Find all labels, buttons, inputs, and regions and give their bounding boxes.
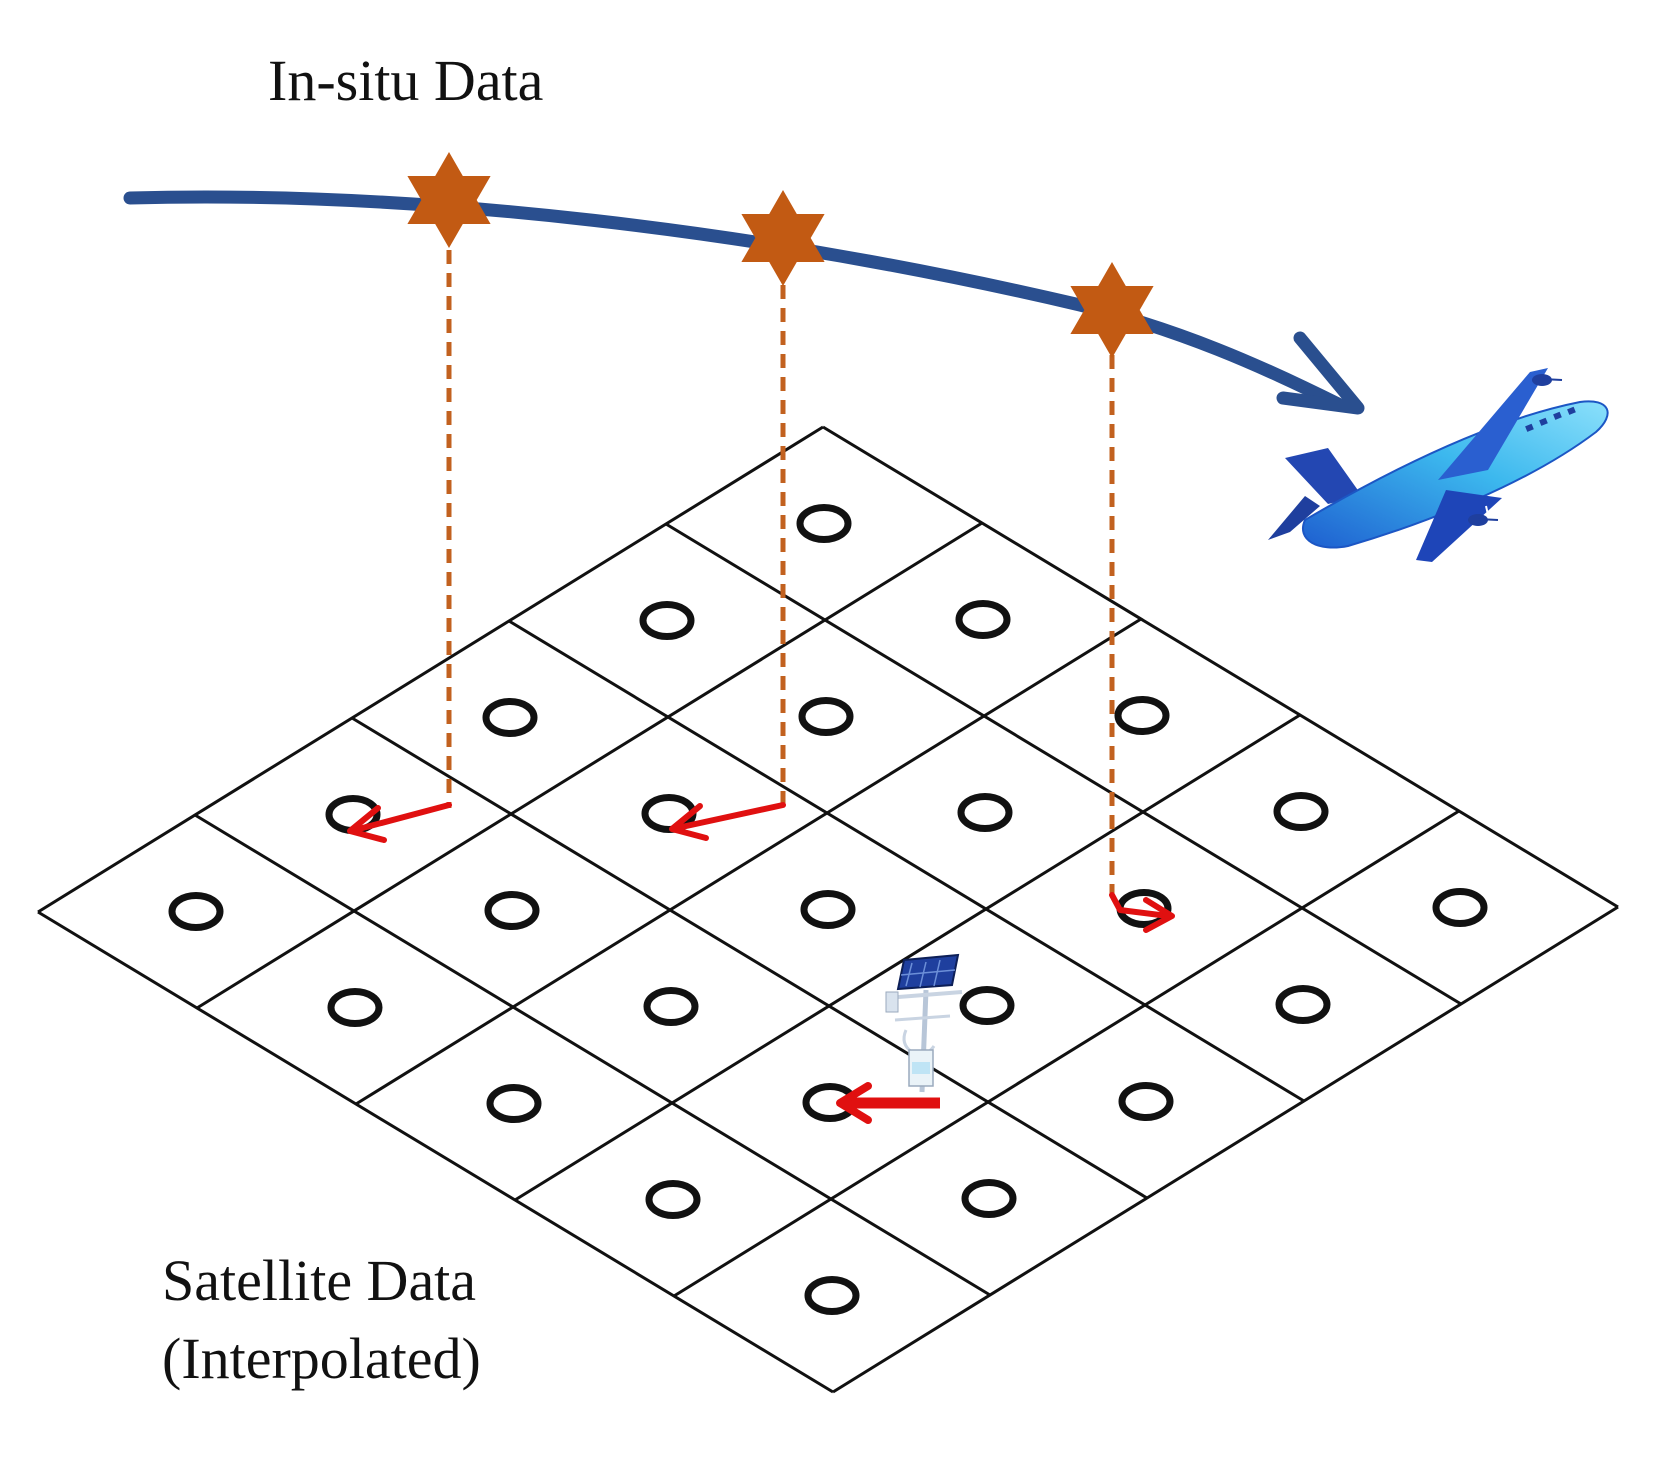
grid-line bbox=[508, 619, 1305, 1103]
grid-line bbox=[194, 813, 991, 1297]
grid-line bbox=[37, 910, 834, 1394]
offset-arrow-3 bbox=[1109, 892, 1175, 933]
satellite-grid-nodes bbox=[168, 504, 1488, 1315]
grid-node-circle-icon bbox=[645, 1180, 701, 1219]
grid-node-circle-icon bbox=[1432, 888, 1488, 927]
grid-node-circle-icon bbox=[1273, 792, 1329, 831]
star-icon bbox=[1070, 262, 1154, 358]
grid-line bbox=[822, 425, 1619, 909]
grid-line bbox=[832, 905, 1619, 1394]
grid-node-circle-icon bbox=[643, 987, 699, 1026]
grid-node-circle-icon bbox=[168, 892, 224, 931]
grid-line bbox=[665, 522, 1462, 1006]
offset-arrow-2 bbox=[669, 802, 786, 841]
grid-line bbox=[673, 809, 1460, 1298]
satellite-data-label: Satellite Data bbox=[162, 1248, 476, 1313]
grid-node-circle-icon bbox=[639, 601, 695, 640]
dashed-drop-lines bbox=[446, 250, 1115, 895]
star-icon bbox=[407, 152, 491, 248]
grid-line bbox=[351, 716, 1148, 1200]
grid-node-circle-icon bbox=[1118, 1082, 1174, 1121]
weather-station-icon bbox=[885, 953, 963, 1093]
grid-node-circle-icon bbox=[800, 890, 856, 929]
grid-node-circle-icon bbox=[804, 1276, 860, 1315]
grid-line bbox=[514, 713, 1301, 1202]
grid-node-circle-icon bbox=[484, 891, 540, 930]
in-situ-data-label: In-situ Data bbox=[268, 48, 543, 113]
grid-node-circle-icon bbox=[957, 793, 1013, 832]
offset-arrow-4 bbox=[836, 1082, 940, 1124]
grid-node-circle-icon bbox=[959, 986, 1015, 1025]
flight-path-arrowhead bbox=[1276, 331, 1365, 415]
grid-node-circle-icon bbox=[482, 698, 538, 737]
grid-node-circle-icon bbox=[1275, 985, 1331, 1024]
grid-line bbox=[355, 617, 1142, 1106]
grid-node-circle-icon bbox=[961, 1179, 1017, 1218]
grid-node-circle-icon bbox=[1114, 696, 1170, 735]
satellite-interpolated-label: (Interpolated) bbox=[162, 1326, 481, 1391]
offset-arrows bbox=[347, 802, 1175, 1124]
satellite-grid bbox=[37, 425, 1619, 1394]
grid-node-circle-icon bbox=[796, 504, 852, 543]
flight-path bbox=[123, 190, 1347, 412]
grid-node-circle-icon bbox=[327, 988, 383, 1027]
grid-node-circle-icon bbox=[798, 697, 854, 736]
measurement-points bbox=[407, 152, 1154, 358]
grid-node-circle-icon bbox=[486, 1084, 542, 1123]
grid-node-circle-icon bbox=[955, 600, 1011, 639]
star-icon bbox=[741, 190, 825, 286]
offset-arrow-1 bbox=[347, 802, 452, 843]
grid-line bbox=[37, 425, 824, 914]
airplane-icon bbox=[1268, 365, 1609, 562]
grid-line bbox=[196, 521, 983, 1010]
